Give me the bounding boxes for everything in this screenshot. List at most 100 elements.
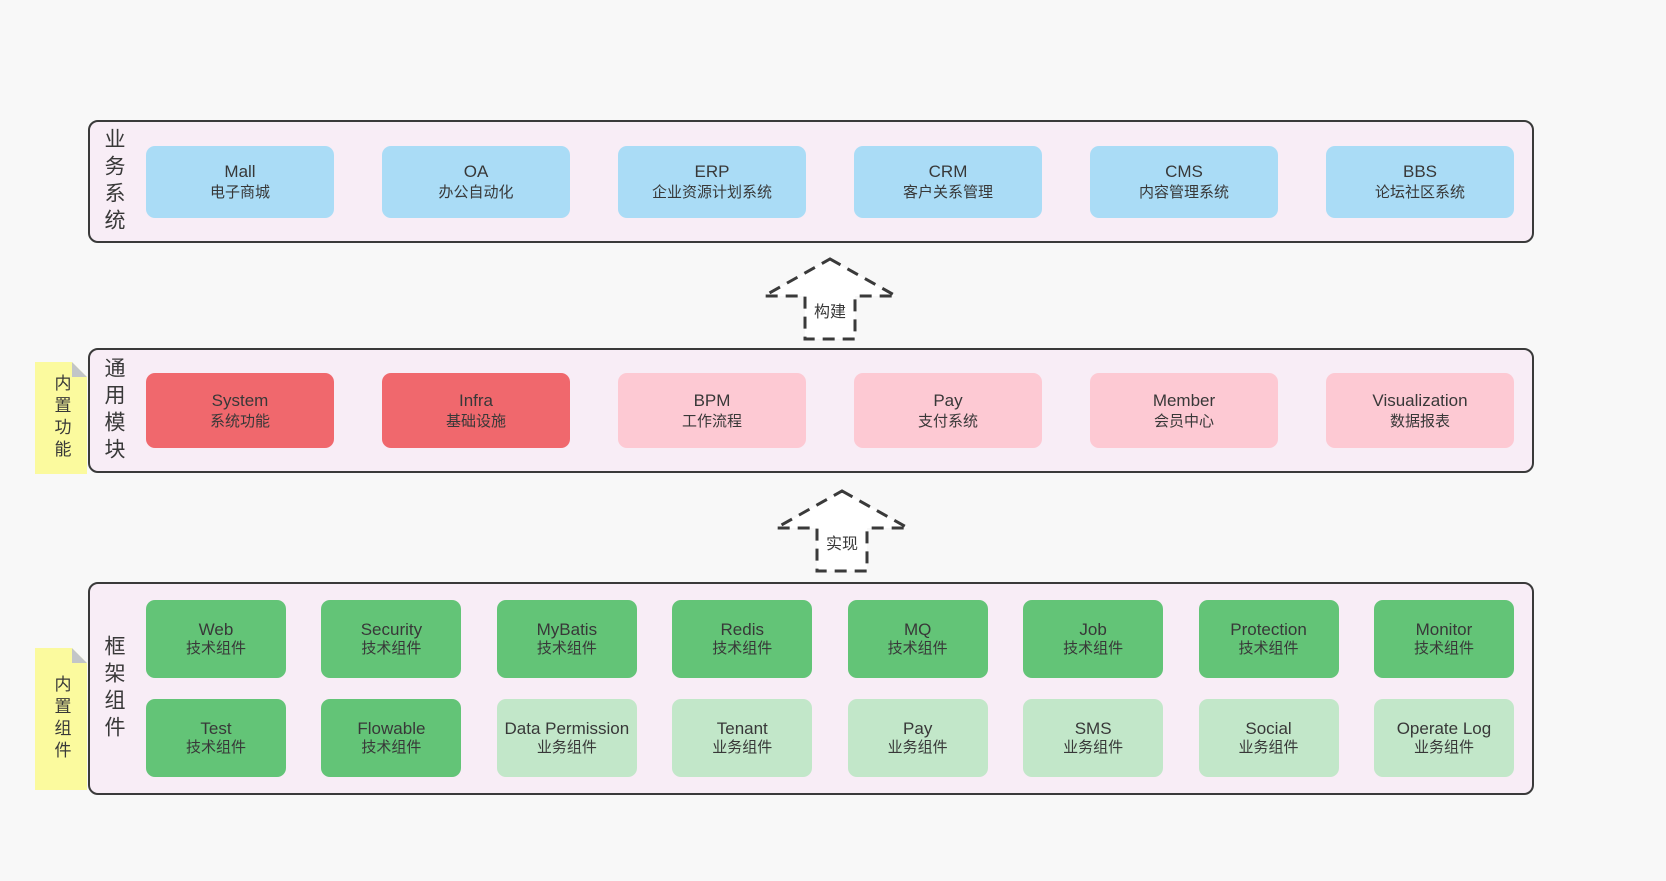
box-title: CRM (928, 161, 968, 181)
layer-label-business-systems: 业务系统 (102, 127, 125, 236)
diagram-box: SMS 业务组件 (1023, 699, 1164, 777)
box-subtitle: 业务组件 (1238, 739, 1299, 757)
diagram-box: BPM 工作流程 (618, 373, 806, 448)
box-subtitle: 内容管理系统 (1138, 183, 1229, 201)
layer-label-framework-components: 框架组件 (102, 634, 125, 743)
box-title: OA (463, 161, 489, 181)
box-title: ERP (694, 161, 730, 181)
box-subtitle: 技术组件 (185, 739, 246, 757)
framework-components-row-2: Test 技术组件 Flowable 技术组件 Data Permission … (146, 699, 1514, 777)
box-subtitle: 技术组件 (361, 640, 422, 658)
diagram-box: Data Permission 业务组件 (496, 699, 637, 777)
box-subtitle: 系统功能 (209, 412, 270, 430)
diagram-box: Mall 电子商城 (146, 145, 334, 218)
diagram-box: OA 办公自动化 (382, 145, 570, 218)
folded-corner-icon (72, 362, 87, 377)
box-subtitle: 技术组件 (712, 640, 773, 658)
box-title: Data Permission (504, 719, 630, 738)
diagram-box: Job 技术组件 (1023, 600, 1164, 678)
box-title: Infra (458, 390, 494, 410)
box-title: Redis (720, 620, 764, 639)
diagram-box: CRM 客户关系管理 (854, 145, 1042, 218)
box-subtitle: 业务组件 (536, 739, 597, 757)
diagram-box: Member 会员中心 (1090, 373, 1278, 448)
sticky-note-builtin-components: 内置组件 (35, 648, 87, 790)
box-subtitle: 技术组件 (536, 640, 597, 658)
sticky-note-label: 内置组件 (51, 675, 71, 763)
framework-components-row-1: Web 技术组件 Security 技术组件 MyBatis 技术组件 Redi… (146, 600, 1514, 678)
diagram-box: BBS 论坛社区系统 (1326, 145, 1514, 218)
box-title: Mall (224, 161, 256, 181)
diagram-box: Pay 业务组件 (847, 699, 988, 777)
diagram-box: Tenant 业务组件 (672, 699, 813, 777)
box-subtitle: 业务组件 (1413, 739, 1474, 757)
diagram-box: Security 技术组件 (321, 600, 462, 678)
box-title: Test (200, 719, 232, 738)
box-subtitle: 技术组件 (361, 739, 422, 757)
layer-label-common-modules: 通用模块 (102, 356, 125, 465)
diagram-box: Web 技术组件 (146, 600, 286, 678)
box-title: BBS (1402, 161, 1438, 181)
box-title: Monitor (1415, 620, 1473, 639)
diagram-box: Redis 技术组件 (672, 600, 813, 678)
diagram-box: Monitor 技术组件 (1373, 600, 1514, 678)
arrow-implement-label: 实现 (826, 535, 858, 553)
box-title: Social (1245, 719, 1292, 738)
box-title: Visualization (1372, 390, 1468, 410)
box-title: System (211, 390, 269, 410)
up-arrow-outline (758, 257, 902, 341)
box-title: Web (198, 620, 234, 639)
framework-components-grid: Web 技术组件 Security 技术组件 MyBatis 技术组件 Redi… (146, 600, 1514, 777)
box-subtitle: 企业资源计划系统 (651, 183, 772, 201)
box-title: BPM (693, 390, 731, 410)
box-subtitle: 业务组件 (887, 739, 948, 757)
diagram-box: Infra 基础设施 (382, 373, 570, 448)
box-subtitle: 论坛社区系统 (1374, 183, 1465, 201)
box-title: Tenant (716, 719, 768, 738)
box-subtitle: 办公自动化 (438, 183, 514, 201)
box-subtitle: 工作流程 (681, 412, 742, 430)
box-subtitle: 数据报表 (1389, 412, 1450, 430)
layer-common-modules: 通用模块 System 系统功能 Infra 基础设施 BPM 工作流程 Pay… (88, 348, 1534, 473)
common-modules-row: System 系统功能 Infra 基础设施 BPM 工作流程 Pay 支付系统… (146, 350, 1514, 471)
box-title: CMS (1165, 161, 1203, 181)
box-title: Operate Log (1396, 719, 1492, 738)
box-title: Protection (1230, 620, 1307, 639)
box-subtitle: 支付系统 (917, 412, 978, 430)
box-title: Pay (933, 390, 963, 410)
diagram-box: Social 业务组件 (1198, 699, 1339, 777)
diagram-box: Test 技术组件 (146, 699, 286, 777)
sticky-note-builtin-functions: 内置功能 (35, 362, 87, 474)
diagram-box: Pay 支付系统 (854, 373, 1042, 448)
box-subtitle: 技术组件 (185, 640, 246, 658)
arrow-implement: 实现 (770, 489, 914, 573)
diagram-box: MQ 技术组件 (847, 600, 988, 678)
box-subtitle: 电子商城 (209, 183, 270, 201)
box-title: Security (360, 620, 423, 639)
diagram-box: Operate Log 业务组件 (1373, 699, 1514, 777)
box-subtitle: 业务组件 (712, 739, 773, 757)
diagram-box: ERP 企业资源计划系统 (618, 145, 806, 218)
layer-business-systems: 业务系统 Mall 电子商城 OA 办公自动化 ERP 企业资源计划系统 CRM… (88, 120, 1534, 243)
box-subtitle: 基础设施 (445, 412, 506, 430)
layer-framework-components: 框架组件 Web 技术组件 Security 技术组件 MyBatis 技术组件… (88, 582, 1534, 795)
box-subtitle: 技术组件 (1063, 640, 1124, 658)
box-title: Job (1079, 620, 1107, 639)
box-subtitle: 客户关系管理 (902, 183, 993, 201)
box-subtitle: 技术组件 (1413, 640, 1474, 658)
box-title: SMS (1074, 719, 1112, 738)
diagram-box: Visualization 数据报表 (1326, 373, 1514, 448)
business-systems-row: Mall 电子商城 OA 办公自动化 ERP 企业资源计划系统 CRM 客户关系… (146, 122, 1514, 241)
box-subtitle: 业务组件 (1063, 739, 1124, 757)
arrow-build-label: 构建 (814, 303, 846, 321)
box-subtitle: 技术组件 (1238, 640, 1299, 658)
up-arrow-outline (770, 489, 914, 573)
diagram-box: Flowable 技术组件 (321, 699, 462, 777)
diagram-box: System 系统功能 (146, 373, 334, 448)
diagram-box: CMS 内容管理系统 (1090, 145, 1278, 218)
sticky-note-label: 内置功能 (51, 374, 71, 462)
box-title: MyBatis (536, 620, 598, 639)
box-subtitle: 技术组件 (887, 640, 948, 658)
box-title: Pay (903, 719, 933, 738)
